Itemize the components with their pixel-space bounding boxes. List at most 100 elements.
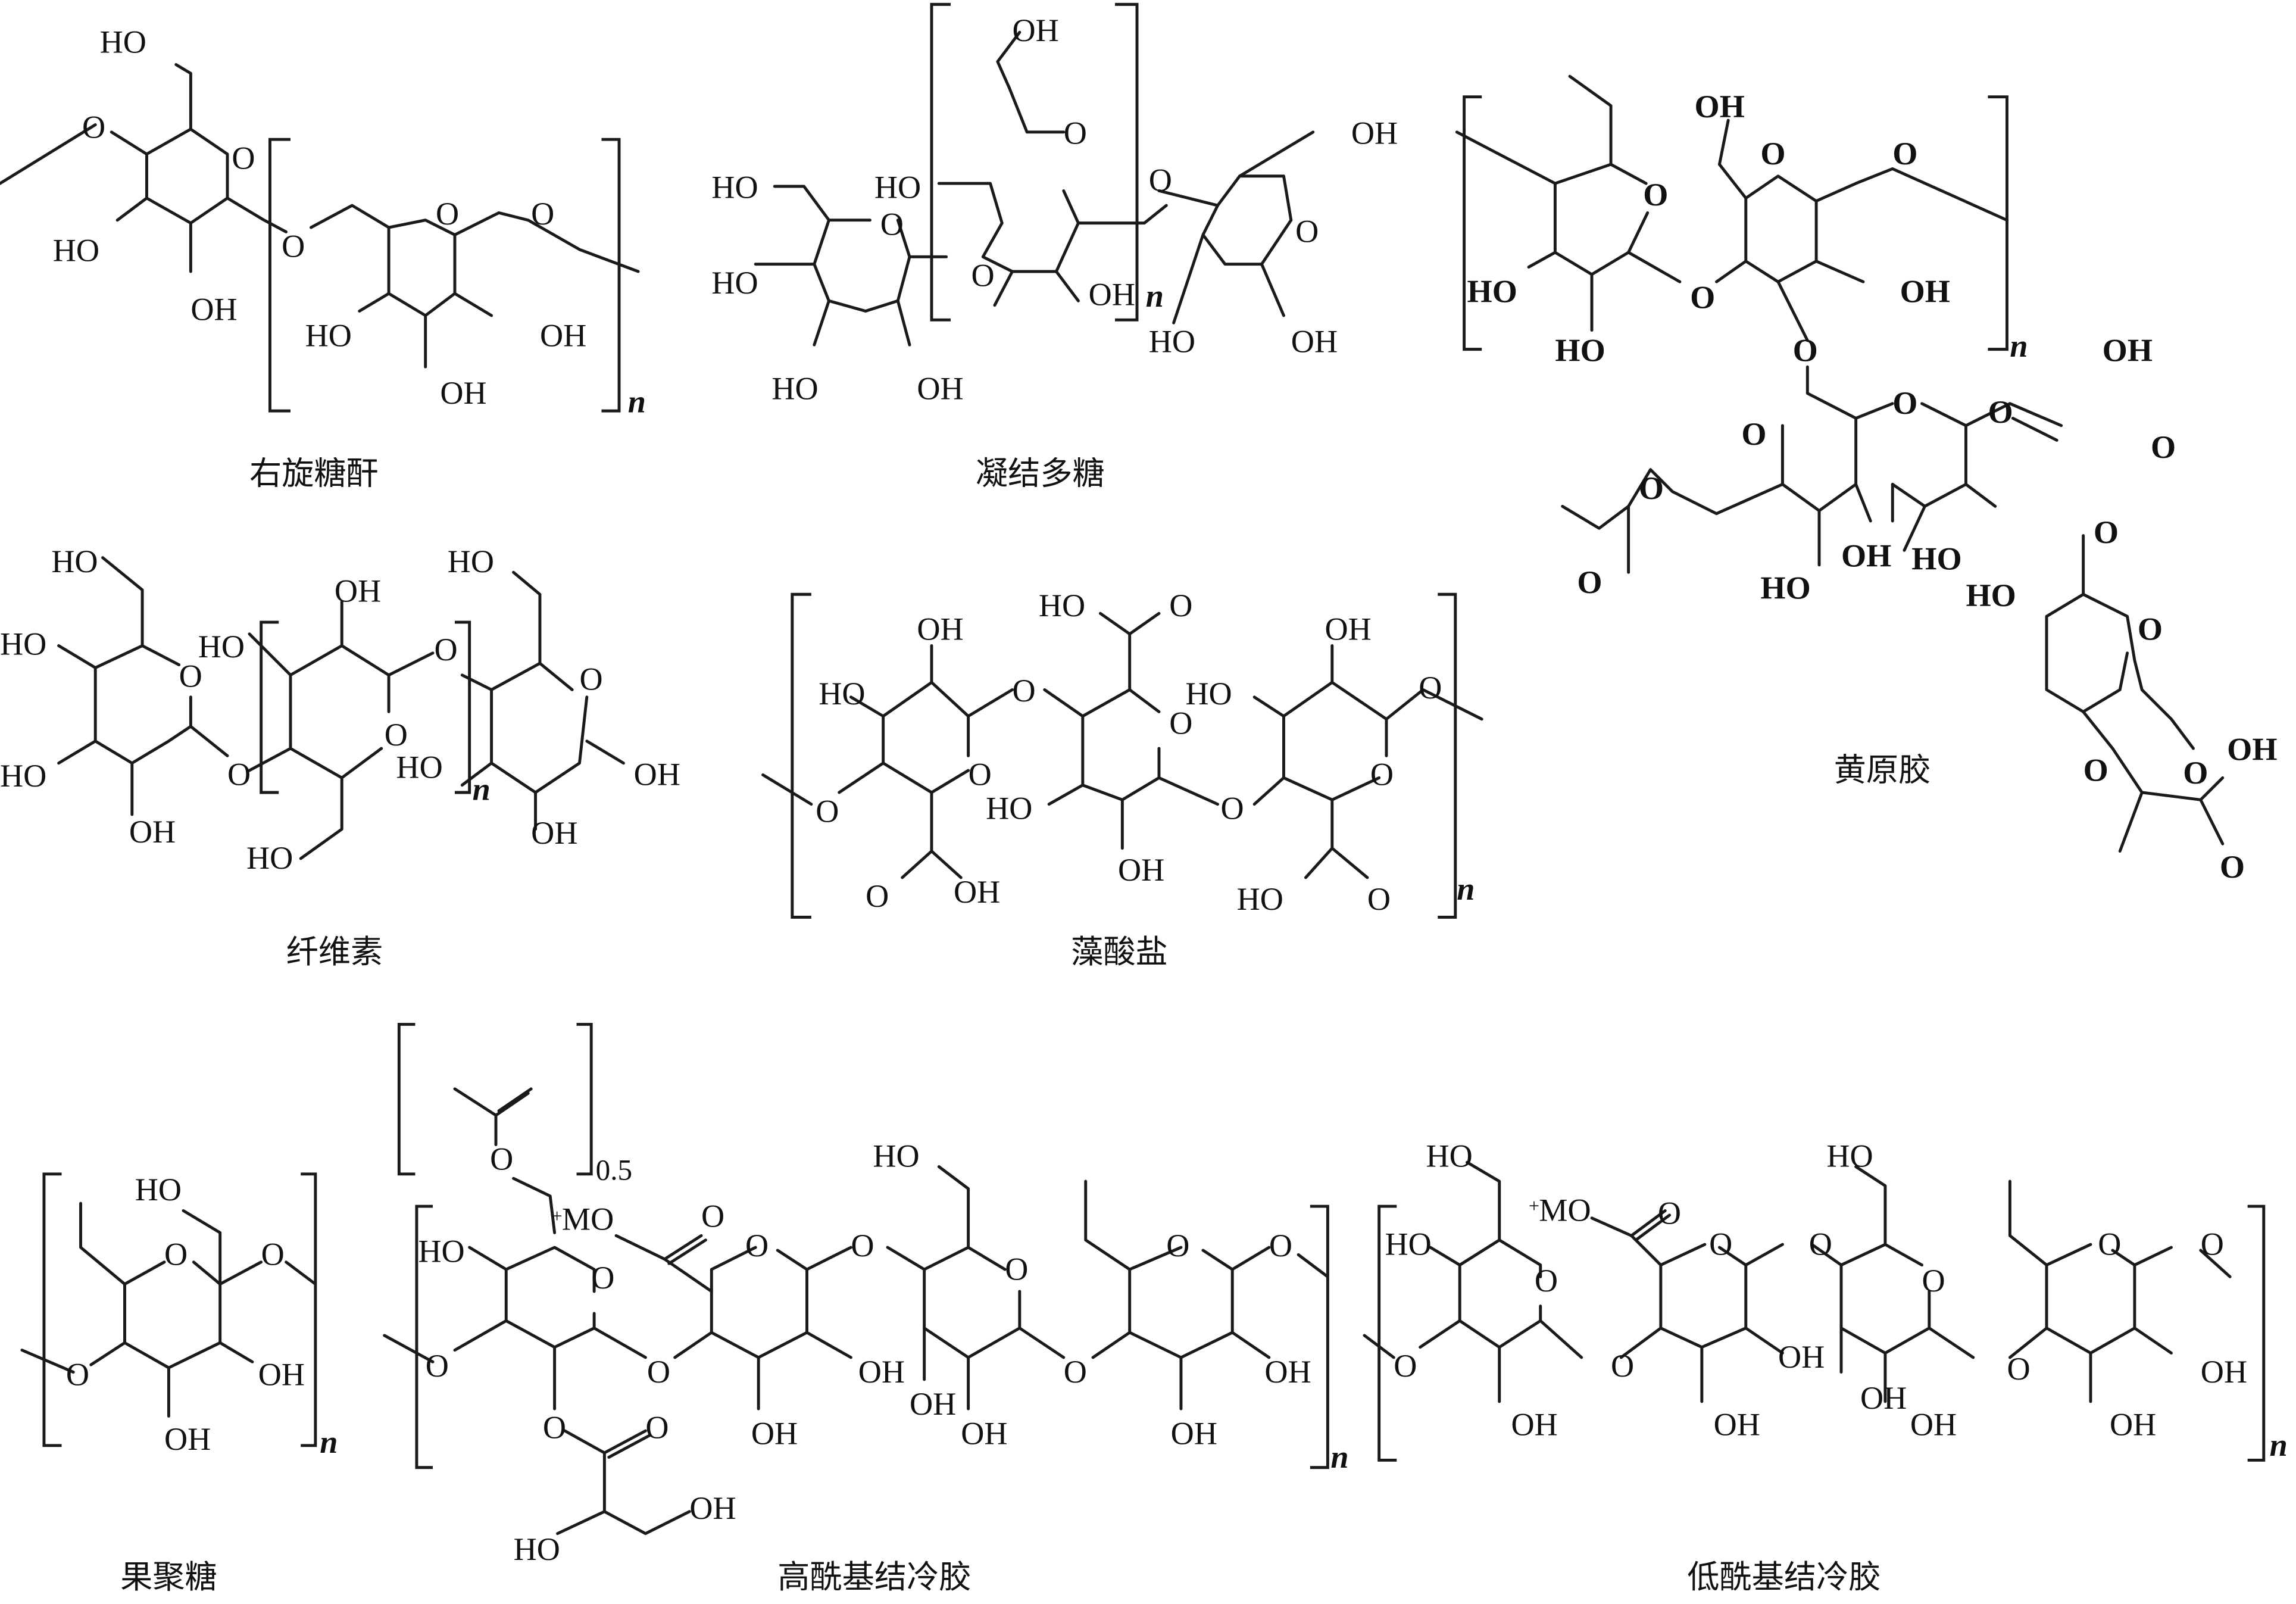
atom-label: O xyxy=(2201,1226,2224,1262)
atom-label: OH xyxy=(1351,116,1398,151)
atom-label: O xyxy=(1419,670,1442,706)
atom-label: O xyxy=(2098,1226,2121,1262)
atom-label: OH xyxy=(1695,89,1745,124)
atom-label: O xyxy=(2220,849,2245,885)
atom-label: HO xyxy=(1039,588,1085,623)
atom-label: O xyxy=(1793,332,1818,368)
atom-label: HO xyxy=(396,749,442,785)
atom-label: O xyxy=(1295,214,1319,249)
atom-label: O xyxy=(1370,757,1394,792)
atom-label: HO xyxy=(514,1531,560,1567)
atom-label: O xyxy=(1709,1226,1732,1262)
atom-label: O xyxy=(282,228,305,264)
atom-label: O xyxy=(1611,1348,1634,1384)
atom-label: O xyxy=(66,1357,89,1393)
atom-label: OH xyxy=(954,874,1000,910)
atom-label: OH xyxy=(910,1386,956,1422)
atom-label: HO xyxy=(874,170,921,205)
atom-label: MO xyxy=(562,1201,614,1237)
atom-label: O xyxy=(531,196,554,232)
repeat-subscript: n xyxy=(473,771,491,807)
atom-label: HO xyxy=(1966,578,2016,613)
atom-label: O xyxy=(1988,394,2013,430)
atom-label: O xyxy=(1892,136,1917,171)
caption-alginate: 藻酸盐 xyxy=(1071,933,1168,970)
atom-label: OH xyxy=(540,318,586,354)
atom-label: O xyxy=(436,196,459,232)
atom-label: O xyxy=(2151,429,2176,465)
atom-label: O xyxy=(435,632,458,667)
atom-label: HO xyxy=(1555,332,1605,368)
atom-label: O xyxy=(2094,514,2119,550)
caption-dextran: 右旋糖酐 xyxy=(249,454,379,492)
atom-label: O xyxy=(1064,116,1087,151)
atom-label: O xyxy=(1892,385,1917,421)
atom-label: O xyxy=(1394,1348,1417,1384)
atom-label: O xyxy=(1220,790,1244,826)
atom-label: OH xyxy=(1778,1339,1825,1375)
atom-label: MO xyxy=(1539,1193,1591,1228)
atom-label: HO xyxy=(246,840,293,876)
atom-label: O xyxy=(1577,564,1602,600)
atom-label: HO xyxy=(819,676,865,711)
atom-label: O xyxy=(179,659,202,694)
atom-label: HO xyxy=(0,626,46,661)
atom-label: OH xyxy=(751,1415,798,1451)
atom-label: O xyxy=(82,110,105,145)
repeat-subscript: n xyxy=(320,1424,338,1460)
charge-plus: + xyxy=(552,1205,563,1227)
xanthan-structure: OH O O O HO HO O OH n O OH O O O O O O O… xyxy=(1455,74,2278,885)
atom-label: O xyxy=(880,206,904,242)
atom-label: O xyxy=(1760,136,1785,171)
atom-label: HO xyxy=(1426,1138,1473,1174)
atom-label: HO xyxy=(873,1138,919,1174)
atom-label: O xyxy=(2083,752,2108,788)
atom-label: O xyxy=(1643,177,1668,213)
atom-label: OH xyxy=(634,757,680,792)
atom-label: OH xyxy=(1714,1407,1760,1443)
fraction-subscript: 0.5 xyxy=(596,1154,633,1187)
atom-label: O xyxy=(1269,1228,1292,1263)
atom-label: O xyxy=(579,661,602,697)
atom-label: O xyxy=(645,1409,669,1445)
atom-label: O xyxy=(164,1237,188,1272)
atom-label: O xyxy=(816,793,839,829)
caption-curdlan: 凝结多糖 xyxy=(976,454,1105,492)
atom-label: HO xyxy=(711,265,758,301)
atom-label: OH xyxy=(2227,732,2277,767)
atom-label: HO xyxy=(448,544,494,579)
atom-label: O xyxy=(1013,673,1036,709)
atom-label: OH xyxy=(917,370,963,406)
atom-label: O xyxy=(745,1228,769,1263)
caption-high-acyl-gellan: 高酰基结冷胶 xyxy=(777,1558,971,1596)
atom-label: OH xyxy=(858,1354,905,1390)
atom-label: OH xyxy=(1910,1407,1957,1443)
atom-label: HO xyxy=(1185,676,1232,711)
atom-label: OH xyxy=(335,573,381,609)
atom-label: HO xyxy=(986,790,1032,826)
atom-label: OH xyxy=(531,815,577,851)
atom-label: O xyxy=(1169,705,1192,741)
atom-label: OH xyxy=(1171,1415,1217,1451)
atom-label: O xyxy=(851,1228,874,1263)
atom-label: OH xyxy=(1118,852,1164,888)
atom-label: OH xyxy=(164,1421,211,1457)
atom-label: OH xyxy=(1325,611,1371,647)
repeat-subscript: n xyxy=(2010,328,2028,364)
atom-label: O xyxy=(2183,755,2208,791)
atom-label: HO xyxy=(135,1172,182,1207)
atom-label: O xyxy=(1367,881,1391,917)
atom-label: O xyxy=(2138,611,2163,647)
atom-label: O xyxy=(1741,416,1766,452)
atom-label: OH xyxy=(129,814,176,850)
atom-label: OH xyxy=(1291,324,1338,360)
atom-label: HO xyxy=(51,544,98,579)
atom-label: HO xyxy=(305,318,352,354)
atom-label: O xyxy=(647,1354,670,1390)
atom-label: HO xyxy=(53,233,99,269)
atom-label: OH xyxy=(2201,1354,2247,1390)
atom-label: OH xyxy=(2103,332,2153,368)
atom-label: HO xyxy=(1760,570,1810,606)
atom-label: OH xyxy=(961,1415,1007,1451)
